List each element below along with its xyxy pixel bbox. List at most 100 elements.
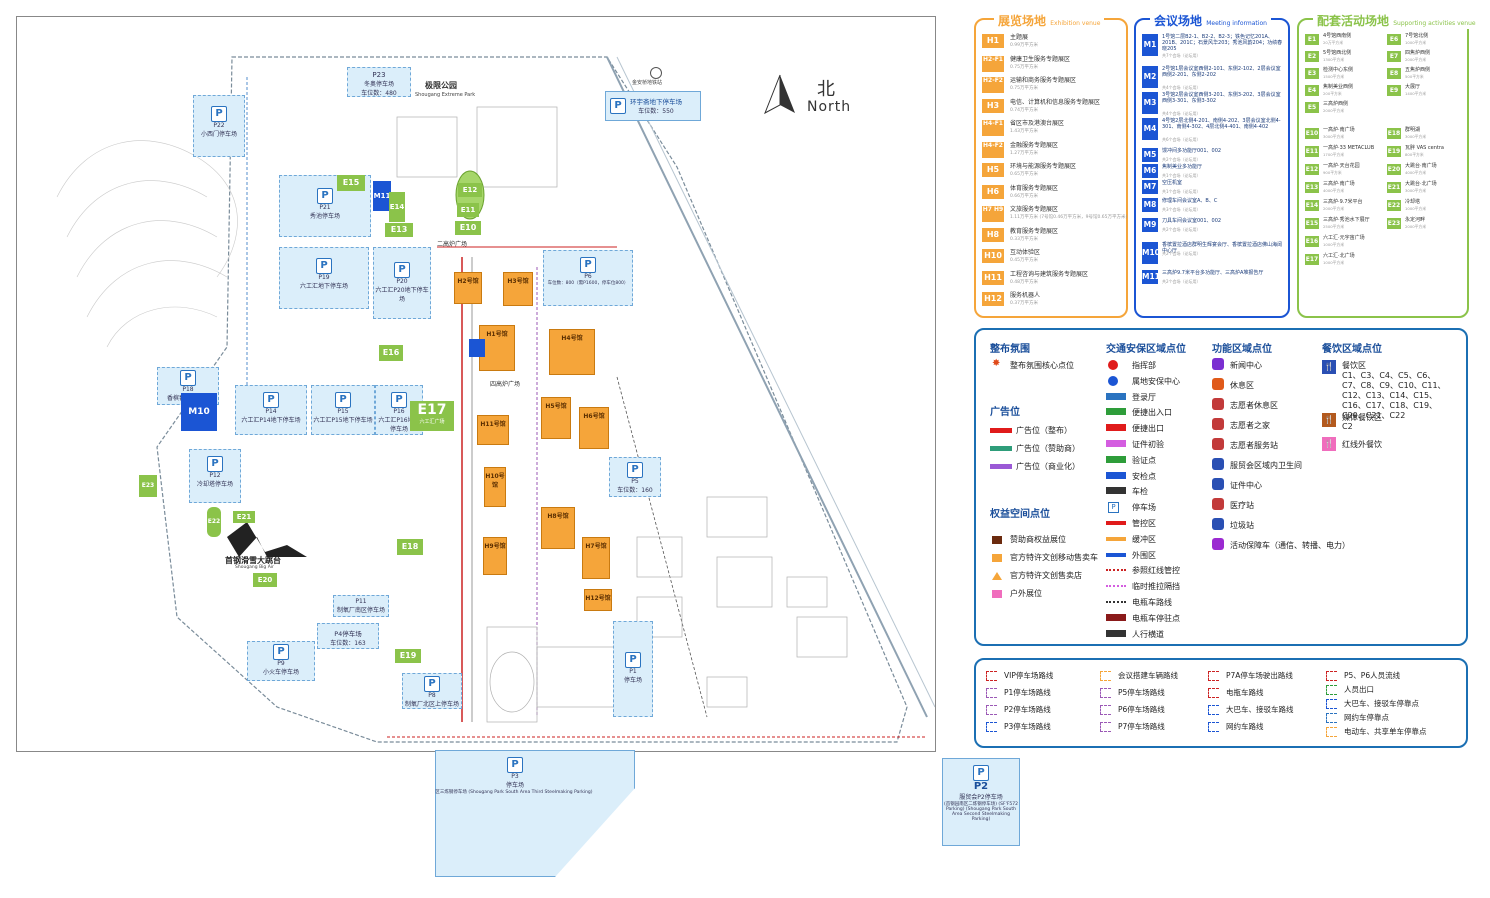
supporting-code-badge[interactable]: E10: [1305, 128, 1319, 139]
hall-H11[interactable]: H11号馆: [477, 415, 509, 445]
exhibition-code-badge[interactable]: H2-F2: [982, 77, 1004, 93]
parking-zone-P19[interactable]: P P19 六工汇地下停车场: [279, 247, 369, 309]
supporting-code-badge[interactable]: E4: [1305, 85, 1319, 96]
marker-E12[interactable]: E12: [458, 183, 482, 197]
exhibition-code-badge[interactable]: H5: [982, 163, 1004, 177]
marker-E18[interactable]: E18: [397, 539, 423, 555]
north-arrow-icon: [764, 74, 795, 115]
supporting-code-badge[interactable]: E8: [1387, 68, 1401, 79]
supporting-code-badge[interactable]: E14: [1305, 200, 1319, 211]
marker-E20[interactable]: E20: [253, 573, 277, 587]
meeting-code-badge[interactable]: M7: [1142, 180, 1158, 194]
parking-zone-P2[interactable]: P P2 服贸会P2停车场 (首钢园南区二炼钢停车场) (SF'F572 Par…: [942, 758, 1020, 846]
parking-zone-P6[interactable]: P P6 车位数：800（需P1600，停车位800）: [543, 250, 633, 306]
hall-H4[interactable]: H4号馆: [549, 329, 595, 375]
supporting-code-badge[interactable]: E17: [1305, 254, 1319, 265]
supporting-code-badge[interactable]: E19: [1387, 146, 1401, 157]
meeting-code-badge[interactable]: M3: [1142, 92, 1158, 114]
meeting-code-badge[interactable]: M11: [1142, 270, 1160, 284]
marker-E16[interactable]: E16: [379, 345, 403, 361]
exhibition-code-badge[interactable]: H3: [982, 98, 1004, 113]
marker-M11[interactable]: M11: [373, 181, 391, 211]
hall-H8[interactable]: H8号馆: [541, 507, 575, 549]
marker-meeting-small[interactable]: [469, 339, 485, 357]
supporting-code-badge[interactable]: E16: [1305, 236, 1319, 247]
hall-H6[interactable]: H6号馆: [579, 407, 609, 449]
hall-H7[interactable]: H7号馆: [582, 537, 610, 579]
meeting-code-badge[interactable]: M6: [1142, 164, 1158, 178]
marker-E11[interactable]: E11: [457, 203, 479, 217]
marker-M10[interactable]: M10: [181, 393, 217, 431]
parking-zone-P11[interactable]: P11 制氧厂南区停车场: [333, 595, 389, 617]
hall-H9[interactable]: H9号馆: [483, 537, 507, 575]
marker-E10[interactable]: E10: [455, 221, 481, 235]
supporting-code-badge[interactable]: E21: [1387, 182, 1401, 193]
parking-zone-P5[interactable]: P P5 车位数：160: [609, 457, 661, 497]
meeting-code-badge[interactable]: M9: [1142, 218, 1158, 232]
exhibition-code-badge[interactable]: H1: [982, 34, 1004, 48]
marker-E22[interactable]: E22: [207, 507, 221, 537]
hall-H3[interactable]: H3号馆: [503, 272, 533, 306]
meeting-code-badge[interactable]: M2: [1142, 66, 1158, 88]
parking-zone-P4[interactable]: P4停车场 车位数：163: [317, 623, 379, 649]
exhibition-code-badge[interactable]: H7 H9: [982, 206, 1004, 222]
supporting-code-badge[interactable]: E18: [1387, 128, 1401, 139]
parking-zone-P20[interactable]: P P20 六工汇P20地下停车场: [373, 247, 431, 319]
hall-H12[interactable]: H12号馆: [584, 589, 612, 611]
marker-E14[interactable]: E14: [389, 192, 405, 222]
meeting-code-badge[interactable]: M5: [1142, 148, 1158, 162]
hall-H10[interactable]: H10号馆: [484, 467, 506, 507]
site-map[interactable]: P P6 车位数：800（需P1600，停车位800） P 环宇斋地下停车场 车…: [16, 16, 936, 752]
catering-codes: C1、C3、C4、C5、C6、C7、C8、C9、C10、C11、C12、C13、…: [1342, 371, 1446, 420]
exhibition-code-badge[interactable]: H12: [982, 292, 1004, 306]
supporting-code-badge[interactable]: E12: [1305, 164, 1319, 175]
supporting-code-badge[interactable]: E15: [1305, 218, 1319, 229]
hall-H5[interactable]: H5号馆: [541, 397, 571, 439]
parking-zone-P8[interactable]: P P8 制氧厂北区上停车场: [402, 673, 462, 709]
exhibition-code-badge[interactable]: H6: [982, 184, 1004, 199]
supporting-code-badge[interactable]: E23: [1387, 218, 1401, 229]
supporting-name: 三高炉·秀池水下展厅: [1323, 217, 1370, 223]
exhibition-code-badge[interactable]: H8: [982, 227, 1004, 242]
supporting-code-badge[interactable]: E6: [1387, 34, 1401, 45]
supporting-code-badge[interactable]: E7: [1387, 51, 1401, 62]
supporting-code-badge[interactable]: E5: [1305, 102, 1319, 113]
marker-E17[interactable]: E17 六工汇广场: [410, 401, 454, 431]
supporting-code-badge[interactable]: E1: [1305, 34, 1319, 45]
parking-zone-P12[interactable]: P P12 冷却塔停车场: [189, 449, 241, 503]
supporting-code-badge[interactable]: E9: [1387, 85, 1401, 96]
parking-zone-P15[interactable]: P P15 六工汇P15地下停车场: [311, 385, 375, 435]
marker-E21[interactable]: E21: [233, 511, 255, 523]
parking-zone-ring[interactable]: P 环宇斋地下停车场 车位数：550: [605, 91, 701, 121]
meeting-code-badge[interactable]: M10: [1142, 242, 1160, 264]
meeting-code-badge[interactable]: M8: [1142, 198, 1158, 212]
parking-zone-P9[interactable]: P P9 小火车停车场: [247, 641, 315, 681]
parking-zone-P22[interactable]: P P22 小西门停车场: [193, 95, 245, 157]
exhibition-code-badge[interactable]: H4-F1: [982, 120, 1004, 136]
marker-E15[interactable]: E15: [337, 175, 365, 191]
traffic-legend-icon: [1106, 487, 1126, 495]
exhibition-code-badge[interactable]: H4-F2: [982, 141, 1004, 158]
meeting-code-badge[interactable]: M4: [1142, 118, 1158, 140]
meeting-code-badge[interactable]: M1: [1142, 34, 1158, 56]
exhibition-code-badge[interactable]: H11: [982, 270, 1004, 285]
parking-zone-P14[interactable]: P P14 六工汇P14地下停车场: [235, 385, 307, 435]
supporting-code-badge[interactable]: E11: [1305, 146, 1319, 157]
marker-E23[interactable]: E23: [139, 475, 157, 497]
hall-H2[interactable]: H2号馆: [454, 272, 482, 304]
supporting-code-badge[interactable]: E20: [1387, 164, 1401, 175]
supporting-code-badge[interactable]: E13: [1305, 182, 1319, 193]
hall-H1[interactable]: H1号馆: [479, 325, 515, 371]
exhibition-code-badge[interactable]: H2-F1: [982, 55, 1004, 72]
parking-zone-P3[interactable]: P P3 停车场 首钢园南区三炼钢停车场 (Shougang Park Sout…: [435, 750, 635, 877]
supporting-code-badge[interactable]: E22: [1387, 200, 1401, 211]
marker-E19[interactable]: E19: [395, 649, 421, 663]
ads-title: 广告位: [990, 407, 1020, 418]
supporting-code-badge[interactable]: E3: [1305, 68, 1319, 79]
marker-E13[interactable]: E13: [385, 223, 413, 237]
exhibition-code-badge[interactable]: H10: [982, 249, 1004, 263]
marker-code: E17: [417, 402, 447, 418]
parking-zone-P1[interactable]: P P1 停车场: [613, 621, 653, 717]
supporting-code-badge[interactable]: E2: [1305, 51, 1319, 62]
parking-zone-P23[interactable]: P23 冬奥停车场 车位数：480: [347, 67, 411, 97]
